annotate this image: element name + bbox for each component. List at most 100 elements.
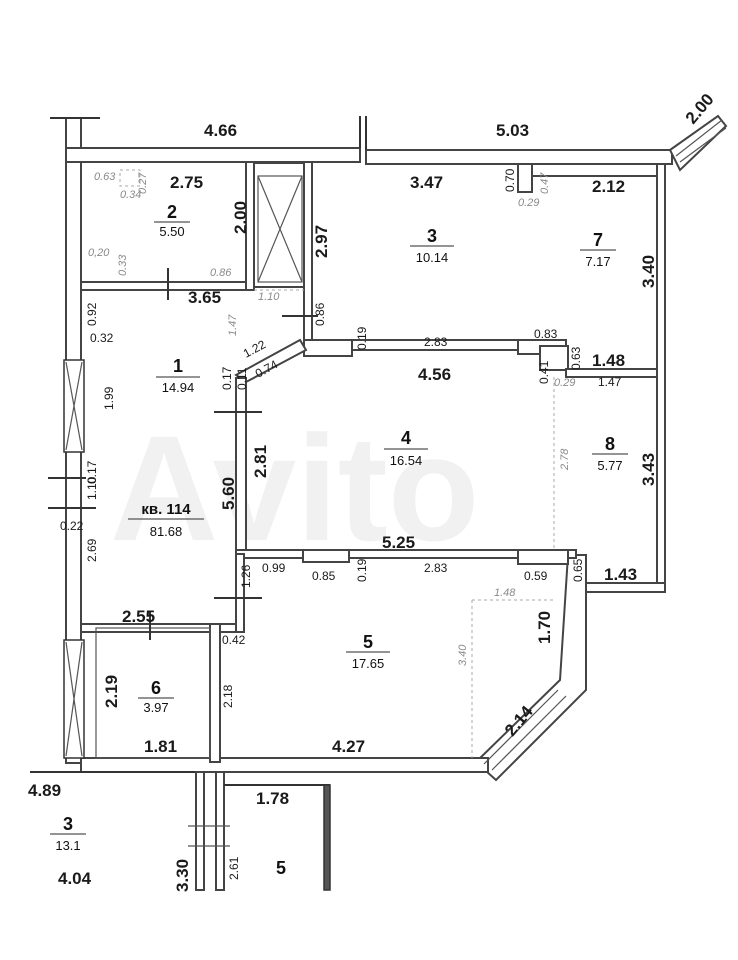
room-5-label: 5 17.65: [346, 632, 390, 671]
dim-room5-side: 1.70: [535, 611, 554, 644]
dim-room2-height: 2.00: [231, 201, 250, 234]
dim-room6-width: 2.55: [122, 607, 155, 626]
room-7-area: 7.17: [585, 254, 610, 269]
room-5-number: 5: [363, 632, 373, 652]
dim-283a: 2.83: [424, 335, 448, 349]
room-2-number: 2: [167, 202, 177, 222]
dim-199: 1.99: [102, 386, 116, 410]
dim-099: 0.99: [262, 561, 286, 575]
room-3-number: 3: [427, 226, 437, 246]
room-7-label: 7 7.17: [580, 230, 616, 269]
room-4-area: 16.54: [390, 453, 423, 468]
outside-room3-area: 13.1: [55, 838, 80, 853]
dim-i-148: 1.48: [494, 587, 516, 599]
room-1-number: 1: [173, 356, 183, 376]
dim-i-029b: 0.29: [554, 377, 575, 389]
dim-top-right: 5.03: [496, 121, 529, 140]
dim-room8-bottom: 1.43: [604, 565, 637, 584]
room-8-area: 5.77: [597, 458, 622, 473]
apartment-number: кв. 114: [141, 501, 191, 518]
dim-room1-width: 3.65: [188, 288, 221, 307]
dim-i-034: 0.34: [120, 189, 141, 201]
dim-i-027: 0.27: [137, 172, 149, 194]
dim-i-278: 2.78: [559, 448, 571, 471]
dim-i-033: 0.33: [117, 254, 129, 276]
outside-shaft-b: 2.61: [227, 856, 241, 880]
small-dimensions: 0.92 0.32 0.86 0.19 2.83 0.83 0.63 0.41 …: [60, 168, 585, 708]
outside-room3-depth: 4.04: [58, 869, 92, 888]
dim-i-086: 0.86: [210, 267, 232, 279]
dim-room8-height: 3.43: [639, 453, 658, 486]
dim-room4-bottom: 5.25: [382, 533, 415, 552]
room-1-area: 14.94: [162, 380, 195, 395]
dim-room2-width: 2.75: [170, 173, 203, 192]
dim-i-110: 1.10: [258, 291, 280, 303]
dim-063: 0.63: [569, 346, 583, 370]
dim-147-r8: 1.47: [598, 375, 622, 389]
dashed-guides: [119, 169, 556, 758]
dim-032: 0.32: [90, 331, 114, 345]
room-6-number: 6: [151, 678, 161, 698]
dim-room7-width: 2.12: [592, 177, 625, 196]
outside-shaft-a: 3.30: [173, 859, 192, 892]
dim-019b: 0.19: [355, 558, 369, 582]
dim-059: 0.59: [524, 569, 548, 583]
dim-room3-height: 2.97: [312, 225, 331, 258]
dim-218: 2.18: [221, 684, 235, 708]
dim-room8-width: 1.48: [592, 351, 625, 370]
dim-i-147: 1.47: [227, 314, 239, 336]
dim-041: 0.41: [537, 360, 551, 384]
dim-110b: 1.10: [85, 476, 99, 500]
room-labels: 1 14.94 2 5.50 3 10.14 4 16.54 5 17.65 6…: [128, 202, 628, 715]
dim-room7-height: 3.40: [639, 255, 658, 288]
dim-042: 0.42: [222, 633, 246, 647]
dim-room4-height: 2.81: [251, 445, 270, 478]
outside-area: 4.89 3 13.1 4.04 1.78 3.30 2.61 5: [28, 781, 289, 892]
room-3-area: 10.14: [416, 250, 449, 265]
dim-092: 0.92: [85, 302, 99, 326]
dim-room6-height: 2.19: [102, 675, 121, 708]
room-8-number: 8: [605, 434, 615, 454]
room-4-number: 4: [401, 428, 411, 448]
dim-i-047: 0.47: [539, 172, 551, 194]
walls: [30, 114, 728, 891]
room-2-area: 5.50: [159, 224, 184, 239]
dim-065: 0.65: [571, 558, 585, 582]
dim-283b: 2.83: [424, 561, 448, 575]
room-6-label: 6 3.97: [138, 678, 174, 715]
watermark: Avito: [110, 404, 479, 572]
room-2-label: 2 5.50: [154, 202, 190, 239]
dim-room4-width: 4.56: [418, 365, 451, 384]
outside-room3-width: 4.89: [28, 781, 61, 800]
dim-i-063: 0.63: [94, 171, 116, 183]
dim-022: 0.22: [60, 519, 84, 533]
dim-269: 2.69: [85, 538, 99, 562]
dim-017b: 0.17: [85, 460, 99, 484]
dim-017a: 0.17: [220, 366, 234, 390]
room-3-label: 3 10.14: [410, 226, 454, 265]
dim-i-029a: 0.29: [518, 197, 539, 209]
dim-019a: 0.19: [355, 326, 369, 350]
outside-room3-number: 3: [63, 814, 73, 834]
dim-086: 0.86: [313, 302, 327, 326]
dim-room6-bottom: 1.81: [144, 737, 177, 756]
room-5-area: 17.65: [352, 656, 385, 671]
dim-i-340: 3.40: [457, 644, 469, 666]
dim-122: 1.22: [241, 337, 268, 360]
dim-top-left: 4.66: [204, 121, 237, 140]
italic-dimensions: 0.63 0.27 0.34 0,20 0.33 0.86 1.10 1.47 …: [88, 171, 622, 666]
dim-126: 1.26: [239, 564, 253, 588]
dim-room5-bottom: 4.27: [332, 737, 365, 756]
room-8-label: 8 5.77: [592, 434, 628, 473]
dim-i-020: 0,20: [88, 247, 110, 259]
dim-085: 0.85: [312, 569, 336, 583]
dim-room3-width: 3.47: [410, 173, 443, 192]
room-6-area: 3.97: [143, 700, 168, 715]
dim-070: 0.70: [503, 168, 517, 192]
dim-room1-height: 5.60: [219, 477, 238, 510]
room-7-number: 7: [593, 230, 603, 250]
dim-083: 0.83: [534, 327, 558, 341]
apartment-label: кв. 114 81.68: [128, 501, 204, 539]
apartment-area: 81.68: [150, 524, 183, 539]
